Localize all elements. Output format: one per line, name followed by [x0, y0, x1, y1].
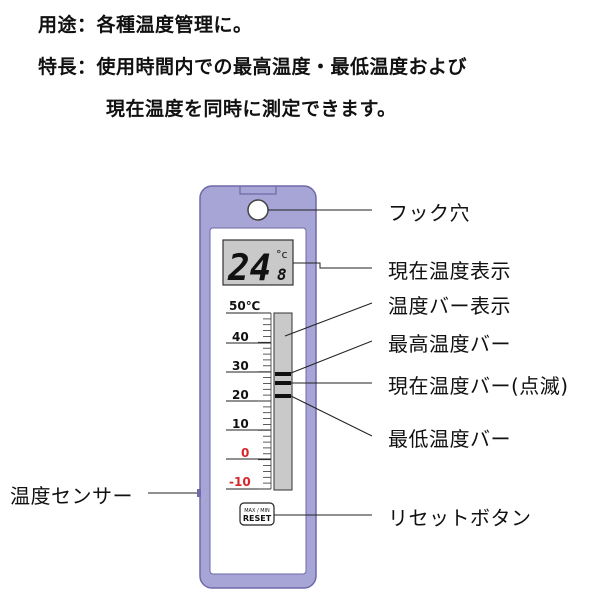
lcd-main-digits: 24 [227, 248, 271, 289]
reset-button[interactable] [239, 502, 275, 526]
scale-label-0: 0 [241, 446, 249, 460]
scale-top-label: 50℃ [229, 299, 260, 313]
scale-label-20: 20 [232, 388, 249, 402]
label-hook-hole: フック穴 [388, 201, 470, 225]
hook-hole [247, 199, 269, 221]
reset-button-label: RESET [243, 514, 272, 523]
label-current-bar: 現在温度バー(点滅) [388, 374, 569, 398]
callout-leaders [148, 209, 373, 516]
reset-button-label-top: MAX / MIN [244, 508, 270, 514]
label-temp-bar-display: 温度バー表示 [388, 294, 511, 318]
lcd-display [222, 239, 294, 286]
usage-line: 用途：各種温度管理に。 [38, 14, 253, 36]
label-sensor: 温度センサー [10, 484, 133, 508]
leader-max-bar [290, 340, 373, 374]
label-reset-button: リセットボタン [388, 506, 532, 530]
current-temperature-bar [275, 381, 291, 385]
scale-label-30: 30 [232, 359, 249, 373]
leader-min-bar [290, 395, 373, 437]
temperature-bar-column [273, 312, 293, 491]
feature-line: 特長：使用時間内での最高温度・最低温度および [38, 56, 468, 78]
min-temperature-bar [275, 394, 291, 398]
lcd-decimal-digit: 8 [277, 265, 287, 284]
leader-bar-display [284, 302, 373, 337]
hook-tab [239, 186, 277, 195]
label-max-bar: 最高温度バー [388, 332, 511, 356]
feature-line-continued: 現在温度を同時に測定できます。 [106, 98, 397, 120]
temperature-sensor [197, 489, 201, 497]
scale-label-40: 40 [232, 330, 249, 344]
lcd-unit: °c [276, 248, 288, 261]
scale-label-10: 10 [232, 417, 249, 431]
label-min-bar: 最低温度バー [388, 427, 511, 451]
max-temperature-bar [275, 372, 291, 376]
label-current-display: 現在温度表示 [388, 259, 511, 283]
leader-current-display [293, 262, 372, 269]
scale-label-minus-10: -10 [229, 475, 251, 489]
scale-minor-ticks [258, 312, 272, 490]
